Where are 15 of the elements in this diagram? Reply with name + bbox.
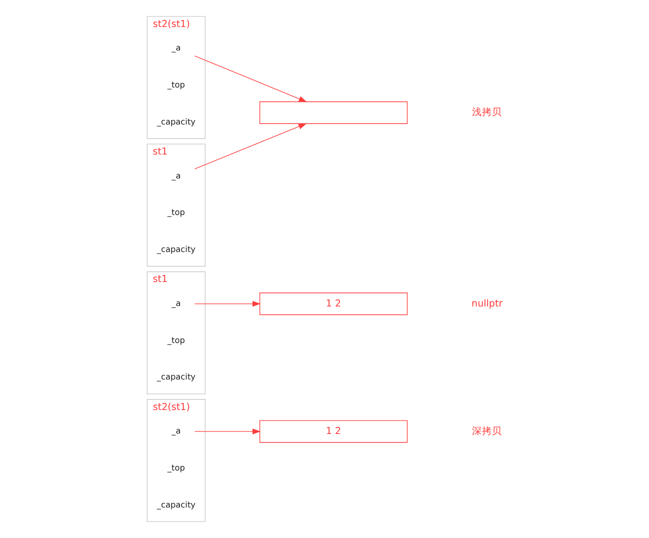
label: 浅拷贝 (472, 107, 502, 118)
node-text: _top (166, 207, 184, 218)
node-text: _capacity (156, 244, 196, 254)
node-text: _capacity (156, 499, 196, 510)
node-text: _top (166, 80, 184, 90)
label: nullptr (471, 298, 502, 310)
node-text: _a (171, 298, 180, 308)
node-text: _top (166, 462, 184, 472)
node-text: _a (171, 170, 180, 180)
node-text: _capacity (156, 116, 196, 126)
node-text: _a (171, 426, 180, 436)
label: 深拷贝 (472, 426, 502, 437)
node-text: _capacity (156, 372, 196, 382)
node-text: _top (166, 334, 184, 345)
node-text: _a (171, 42, 180, 53)
